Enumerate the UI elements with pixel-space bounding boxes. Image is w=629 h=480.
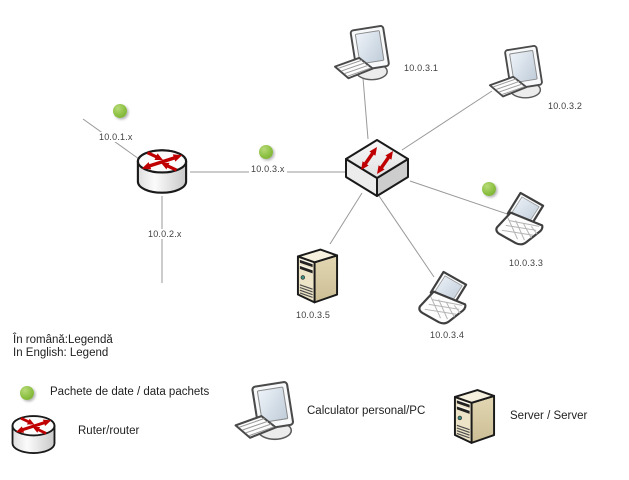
legend-router — [10, 413, 57, 462]
pc-node-2 — [488, 44, 546, 109]
router-icon — [11, 415, 56, 454]
pc-icon — [333, 24, 391, 81]
packet-dot-icon — [259, 145, 273, 159]
link-switch-pc1 — [362, 77, 369, 140]
legend-title-english: In English: Legend — [13, 347, 109, 359]
label-pc2-ip: 10.0.3.2 — [548, 101, 583, 111]
laptop-icon — [495, 191, 545, 246]
server-icon — [453, 389, 496, 444]
label-pc1-ip: 10.0.3.1 — [404, 63, 439, 73]
label-network-10-0-3: 10.0.3.x — [249, 164, 287, 174]
server-node-5 — [295, 243, 340, 310]
label-network-10-0-2: 10.0.2.x — [146, 229, 184, 239]
legend-item-packets-label: Pachete de date / data pachets — [50, 386, 210, 398]
server-icon — [296, 248, 339, 304]
packet-dot-icon — [482, 182, 496, 196]
legend-item-router-label: Ruter/router — [78, 425, 140, 437]
link-switch-laptop4 — [378, 195, 435, 278]
laptop-node-3 — [494, 191, 549, 253]
legend-item-server-label: Server / Server — [510, 410, 588, 422]
pc-node-1 — [333, 24, 393, 91]
link-switch-laptop3 — [409, 180, 514, 217]
packet-dot-icon — [20, 386, 34, 400]
pc-icon — [488, 44, 544, 99]
laptop-node-4 — [416, 270, 473, 332]
label-laptop3-ip: 10.0.3.3 — [509, 258, 544, 268]
link-switch-pc2 — [401, 90, 493, 151]
router-node — [135, 146, 189, 203]
label-network-10-0-1: 10.0.1.x — [97, 132, 135, 142]
switch-icon — [345, 139, 409, 197]
router-icon — [136, 149, 188, 194]
legend-title-romanian: În română:Legendă — [13, 334, 113, 346]
legend-item-pc-label: Calculator personal/PC — [307, 405, 426, 417]
legend-server — [452, 384, 497, 450]
laptop-icon — [418, 270, 468, 325]
legend-pc — [232, 380, 299, 451]
packet-dot-icon — [113, 104, 127, 118]
label-server5-ip: 10.0.3.5 — [296, 310, 331, 320]
pc-icon — [234, 380, 295, 441]
link-switch-server — [329, 192, 363, 245]
switch-node — [344, 138, 410, 203]
label-laptop4-ip: 10.0.3.4 — [430, 330, 465, 340]
